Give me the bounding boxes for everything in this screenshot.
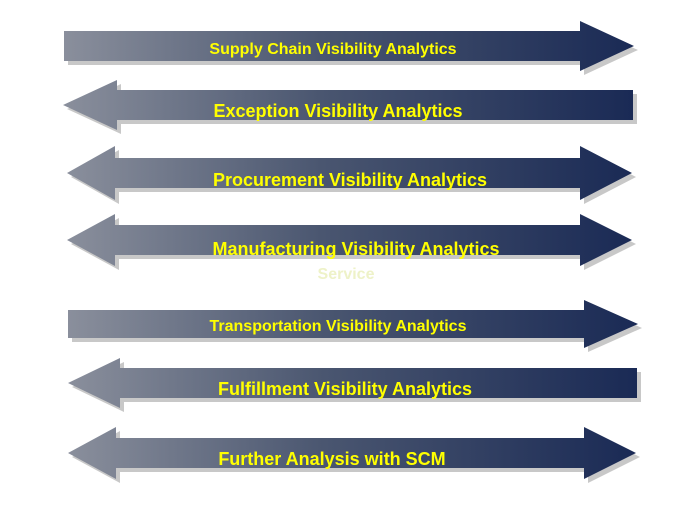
arrow-manufacturing: Manufacturing Visibility Analytics — [67, 214, 636, 270]
arrow-label-exception: Exception Visibility Analytics — [213, 101, 462, 121]
arrow-label-manufacturing: Manufacturing Visibility Analytics — [212, 239, 499, 259]
arrow-label-further-analysis: Further Analysis with SCM — [218, 449, 445, 469]
arrow-exception: Exception Visibility Analytics — [63, 80, 637, 134]
arrow-fulfillment: Fulfillment Visibility Analytics — [68, 358, 641, 412]
arrow-label-supply-chain: Supply Chain Visibility Analytics — [209, 41, 456, 58]
arrow-procurement: Procurement Visibility Analytics — [67, 146, 636, 204]
arrow-further-analysis: Further Analysis with SCM — [68, 427, 640, 483]
arrow-transportation: Transportation Visibility Analytics — [68, 300, 642, 352]
arrow-label-transportation: Transportation Visibility Analytics — [210, 318, 467, 335]
arrow-label-fulfillment: Fulfillment Visibility Analytics — [218, 379, 472, 399]
ghost-service-text: Service — [318, 266, 375, 283]
arrow-label-procurement: Procurement Visibility Analytics — [213, 170, 487, 190]
arrow-supply-chain: Supply Chain Visibility Analytics — [64, 21, 638, 75]
